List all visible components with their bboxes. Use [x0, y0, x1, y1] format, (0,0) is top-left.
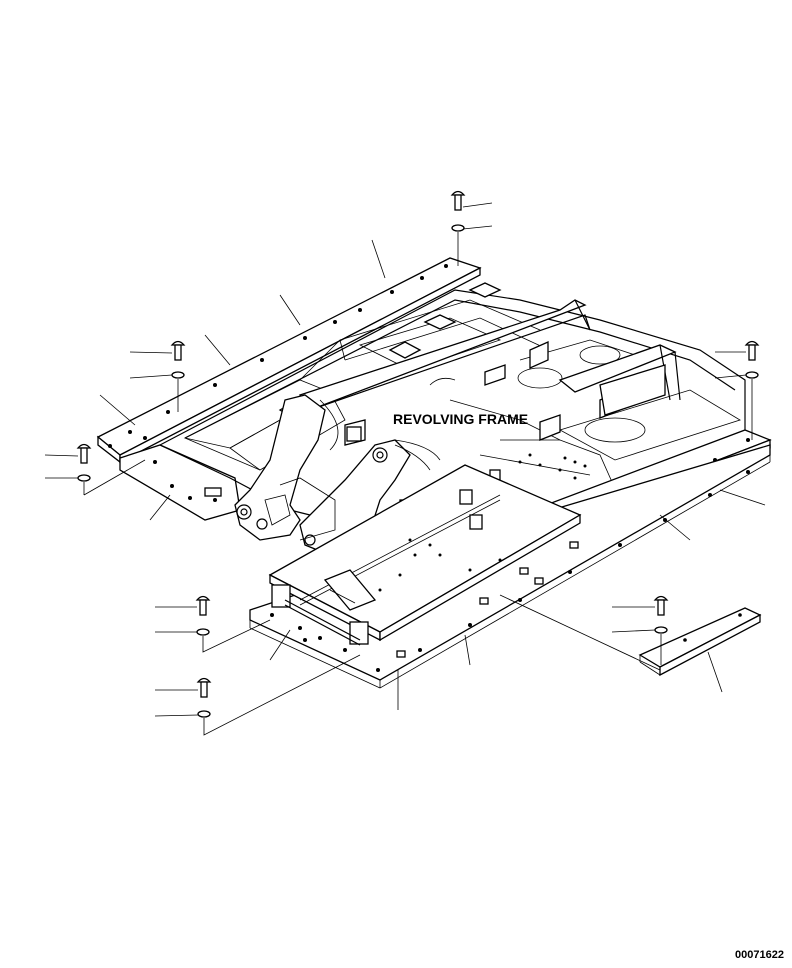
revolving-frame-label: REVOLVING FRAME [393, 411, 528, 427]
bolt-washer-lower-left-2 [196, 654, 361, 736]
bolt-washer-top [450, 190, 466, 266]
bolt-washer-left [76, 443, 92, 482]
bolt-washer-lower-right [653, 595, 669, 665]
bolt-washer-right [744, 340, 760, 440]
revolving-frame [159, 282, 746, 556]
left-cover-plate [96, 257, 482, 464]
inspection-plate [268, 464, 582, 646]
left-floor-plate [119, 444, 241, 521]
connector-line [499, 594, 661, 671]
callout-leaders [44, 202, 766, 717]
bolt-washer-left-upper [170, 340, 186, 412]
bolt-washer-lower-left-1 [195, 595, 271, 653]
connector-line [83, 459, 146, 496]
figure-id: 00071622 [735, 949, 784, 961]
small-plate [638, 607, 762, 677]
